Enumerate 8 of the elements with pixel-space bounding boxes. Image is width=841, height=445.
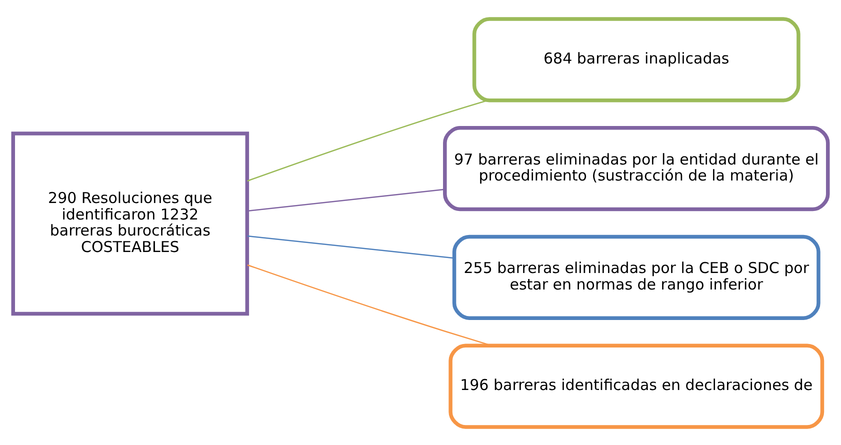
node-box: 97 barreras eliminadas por la entidad durante el procedimiento (sustracción de la materia) [443, 126, 830, 211]
connector [247, 188, 445, 212]
connector [247, 234, 454, 258]
connector [247, 99, 488, 182]
node-box: 290 Resoluciones que identificaron 1232 barreras burocráticas COSTEABLES [11, 131, 250, 316]
node-box: 684 barreras inaplicadas [472, 16, 800, 102]
node-box: 255 barreras eliminadas por la CEB o SDC por estar en normas de rango inferior [452, 234, 820, 320]
node-box: 196 barreras identificadas en declaraciones de [448, 343, 824, 428]
